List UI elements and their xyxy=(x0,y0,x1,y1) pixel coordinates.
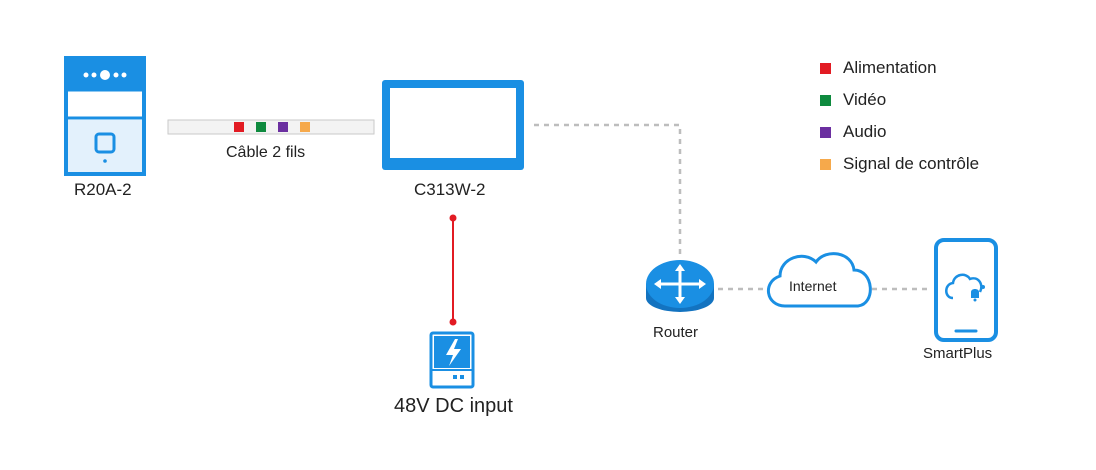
power-label: 48V DC input xyxy=(394,395,513,417)
legend-item-audio: Audio xyxy=(820,122,886,142)
legend-swatch xyxy=(820,62,831,74)
cable-segment-video xyxy=(256,122,266,132)
phone-label: SmartPlus xyxy=(923,345,993,362)
legend-item-video: Vidéo xyxy=(820,90,886,110)
legend-label: Alimentation xyxy=(843,58,937,77)
legend-swatch xyxy=(820,94,831,106)
cable-segment-control xyxy=(300,122,310,132)
power-supply-icon xyxy=(429,331,475,389)
smartphone-icon xyxy=(934,238,998,342)
legend-label: Signal de contrôle xyxy=(843,154,980,173)
door-station-label: R20A-2 xyxy=(74,180,132,199)
router-label: Router xyxy=(653,324,699,341)
door-station-icon xyxy=(64,56,146,176)
cloud-icon xyxy=(767,252,872,308)
legend-item-power: Alimentation xyxy=(820,58,937,78)
legend-label: Vidéo xyxy=(843,90,887,109)
legend-item-control: Signal de contrôle xyxy=(820,154,979,174)
router-icon xyxy=(646,260,714,312)
cable-segment-power xyxy=(234,122,244,132)
monitor-label: C313W-2 xyxy=(414,180,486,199)
indoor-monitor-icon xyxy=(382,80,524,170)
cable-segment-audio xyxy=(278,122,288,132)
network-links xyxy=(534,123,932,291)
two-wire-cable xyxy=(167,119,375,135)
cable-label: Câble 2 fils xyxy=(226,144,306,161)
legend-label: Audio xyxy=(843,122,887,141)
cloud-label: Internet xyxy=(789,278,837,294)
legend-swatch xyxy=(820,158,831,170)
power-link xyxy=(449,214,457,326)
legend-swatch xyxy=(820,126,831,138)
